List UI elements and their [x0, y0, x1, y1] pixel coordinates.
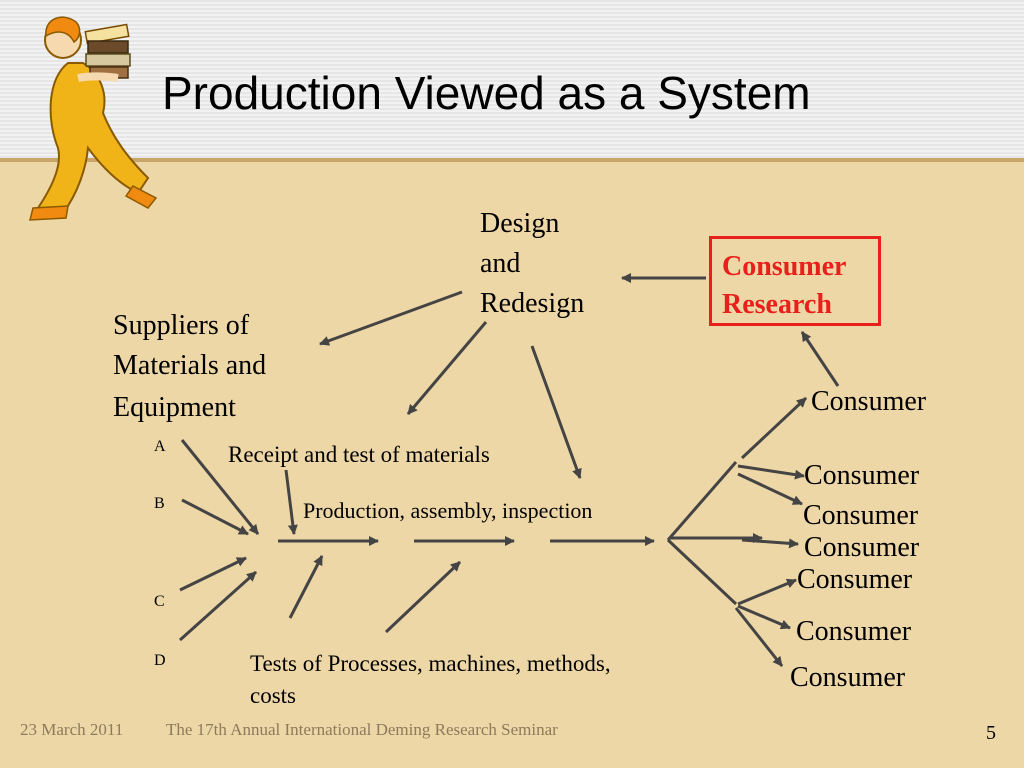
supplier-label-a: A	[154, 438, 166, 455]
consumer-1: Consumer	[811, 386, 927, 417]
arrow-to-consumer-6	[737, 578, 797, 606]
arrow-receipt-down	[284, 469, 298, 535]
arrow-to-consumer-5	[741, 538, 799, 549]
arrow-design-to-suppliers	[319, 290, 463, 346]
tests-line-2: costs	[250, 683, 296, 708]
consumer-6: Consumer	[796, 616, 912, 647]
arrow-design-to-receipt	[406, 321, 488, 415]
receipt-label: Receipt and test of materials	[228, 442, 490, 467]
header-band	[0, 0, 1024, 160]
tests-line-1: Tests of Processes, machines, methods,	[250, 651, 611, 676]
arrow-test-2	[384, 560, 462, 634]
woman-carrying-books-clipart-icon	[29, 16, 158, 221]
arrow-to-consumer-2	[737, 464, 805, 480]
design-line-1: Design	[480, 208, 560, 239]
consumer-5: Consumer	[797, 564, 913, 595]
supplier-label-b: B	[154, 495, 165, 512]
consumer-research-box: Consumer Research	[709, 236, 881, 326]
branch-lower	[666, 538, 738, 606]
consumer-research-line-1: Consumer	[722, 251, 847, 282]
arrow-to-consumer-3	[737, 472, 803, 506]
arrow-to-consumer-8	[734, 607, 784, 667]
arrow-research-consumer	[800, 331, 840, 387]
arrow-to-consumer-1	[740, 396, 808, 460]
arrow-supplier-a	[180, 439, 260, 535]
arrow-supplier-d	[178, 570, 258, 642]
production-label: Production, assembly, inspection	[303, 498, 593, 523]
suppliers-line-2: Materials and	[113, 350, 267, 381]
design-line-3: Redesign	[480, 288, 585, 319]
arrow-design-to-production	[530, 345, 582, 479]
page-number: 5	[986, 722, 996, 744]
consumer-2: Consumer	[804, 460, 920, 491]
suppliers-line-3: Equipment	[113, 392, 236, 423]
arrow-supplier-c	[179, 556, 247, 592]
consumer-7: Consumer	[790, 662, 906, 693]
consumer-4: Consumer	[804, 532, 920, 563]
design-line-2: and	[480, 248, 521, 279]
header-divider	[0, 158, 1024, 162]
footer-date: 23 March 2011	[20, 720, 124, 739]
consumer-3: Consumer	[803, 500, 919, 531]
supplier-label-d: D	[154, 652, 166, 669]
arrow-to-consumer-7	[737, 604, 791, 630]
footer-event: The 17th Annual International Deming Res…	[166, 720, 558, 739]
supplier-label-c: C	[154, 593, 165, 610]
arrow-test-1	[288, 555, 324, 619]
suppliers-line-1: Suppliers of	[113, 310, 250, 341]
arrow-supplier-b	[181, 498, 249, 536]
branch-upper	[666, 461, 738, 541]
consumer-research-line-2: Research	[722, 289, 832, 320]
slide-title: Production Viewed as a System	[162, 67, 811, 119]
